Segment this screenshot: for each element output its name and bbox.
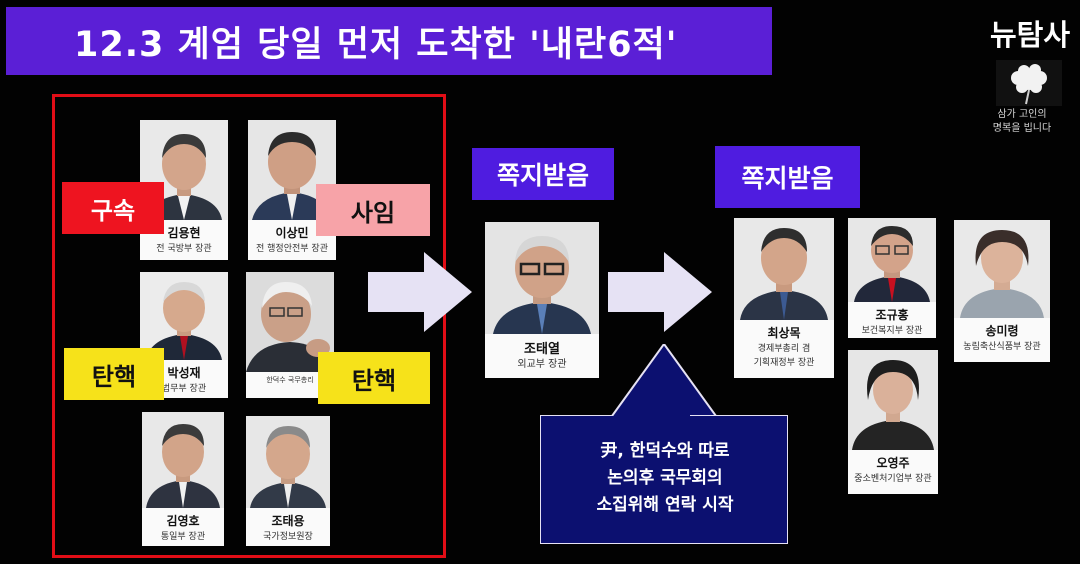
- person-name: 조규홍: [875, 308, 909, 322]
- callout-line: 尹, 한덕수와 따로: [600, 441, 730, 461]
- callout-note: 尹, 한덕수와 따로 논의후 국무회의 소집위해 연락 시작: [545, 438, 785, 519]
- person-role: 중소벤처기업부 장관: [854, 474, 932, 484]
- caption-line: 명복을 빕니다: [992, 123, 1052, 134]
- first-arrivals-group: [52, 94, 446, 558]
- person-card: 최상목 경제부총리 겸 기획재정부 장관: [734, 218, 834, 378]
- right-arrow-icon: [608, 252, 712, 332]
- person-name: 송미령: [985, 324, 1019, 338]
- condolence-caption: 삼가 고인의 명복을 빕니다: [972, 108, 1072, 136]
- portrait-photo: [954, 220, 1050, 318]
- status-badge-resigned: 사임: [316, 184, 430, 236]
- callout-up-arrow: [540, 344, 788, 544]
- portrait-photo: [142, 412, 224, 508]
- person-name: 김용현: [167, 226, 201, 240]
- callout-line: 소집위해 연락 시작: [596, 495, 734, 515]
- person-role: 법무부 장관: [161, 384, 207, 394]
- person-role: 농림축산식품부 장관: [963, 342, 1041, 352]
- right-arrow-icon: [368, 252, 472, 332]
- portrait-photo: [246, 416, 330, 508]
- person-card: 오영주 중소벤처기업부 장관: [848, 350, 938, 494]
- person-name: 조태열: [524, 342, 560, 357]
- person-name: 김영호: [166, 514, 200, 528]
- person-name: 최상목: [767, 326, 801, 340]
- person-role: 국가정보원장: [263, 532, 313, 542]
- portrait-photo: [734, 218, 834, 320]
- person-name: 조태용: [271, 514, 305, 528]
- page-title: 12.3 계엄 당일 먼저 도착한 '내란6적': [74, 24, 678, 65]
- status-badge-impeached: 탄핵: [318, 352, 430, 404]
- person-name: 박성재: [167, 366, 201, 380]
- person-name: 이상민: [275, 226, 309, 240]
- column-header-memo-received: 쪽지받음: [472, 148, 614, 200]
- person-card: 송미령 농림축산식품부 장관: [954, 220, 1050, 362]
- caption-line: 삼가 고인의: [997, 109, 1047, 120]
- chrysanthemum-icon: [996, 60, 1062, 106]
- person-role: 경제부총리 겸: [757, 344, 811, 354]
- portrait-photo: [485, 222, 599, 334]
- person-role: 기획재정부 장관: [753, 358, 815, 368]
- status-badge-impeached: 탄핵: [64, 348, 164, 400]
- title-banner: 12.3 계엄 당일 먼저 도착한 '내란6적': [6, 7, 772, 75]
- person-card: 조태용 국가정보원장: [246, 416, 330, 546]
- person-role: 한덕수 국무총리: [266, 376, 314, 384]
- person-card: 김영호 통일부 장관: [142, 412, 224, 546]
- portrait-photo: [848, 218, 936, 302]
- person-card: 조태열 외교부 장관: [485, 222, 599, 378]
- person-name: 오영주: [876, 456, 910, 470]
- person-role: 전 국방부 장관: [156, 244, 212, 254]
- callout-line: 논의후 국무회의: [607, 468, 723, 488]
- portrait-photo: [848, 350, 938, 450]
- brand-logo: 뉴탐사: [989, 18, 1070, 52]
- person-role: 전 행정안전부 장관: [256, 244, 328, 254]
- person-role: 통일부 장관: [160, 532, 206, 542]
- portrait-photo: [248, 120, 336, 220]
- portrait-photo: [140, 272, 228, 360]
- column-header-memo-received: 쪽지받음: [715, 146, 860, 208]
- status-badge-arrested: 구속: [62, 182, 164, 234]
- person-role: 보건복지부 장관: [861, 326, 923, 336]
- person-card: 조규홍 보건복지부 장관: [848, 218, 936, 338]
- person-role: 외교부 장관: [517, 359, 567, 370]
